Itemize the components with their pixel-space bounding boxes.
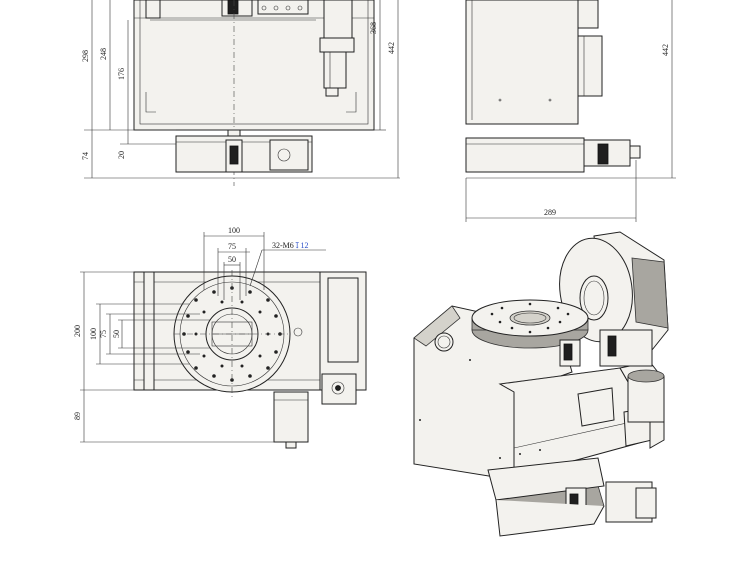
dim-front-74: 74 bbox=[81, 152, 90, 160]
dim-top-100: 100 bbox=[228, 226, 240, 235]
front-view: 298 248 176 74 20 368 442 bbox=[81, 0, 400, 186]
top-motor bbox=[273, 391, 309, 443]
top-view: 100 75 50 32-M6↧12 200 100 75 50 89 bbox=[73, 226, 367, 449]
dim-top-100-v: 100 bbox=[89, 328, 98, 340]
dim-front-298: 298 bbox=[81, 50, 90, 62]
dim-side-289: 289 bbox=[544, 208, 556, 217]
dim-front-176: 176 bbox=[117, 68, 126, 80]
side-frame bbox=[465, 0, 579, 125]
dim-front-20: 20 bbox=[117, 151, 126, 159]
isometric-view bbox=[413, 231, 669, 537]
hole-callout-prefix: 32-M6 bbox=[272, 241, 294, 250]
hole-callout: 32-M6↧12 bbox=[272, 241, 308, 250]
side-view: 442 289 bbox=[465, 0, 676, 222]
dim-top-89: 89 bbox=[73, 412, 82, 420]
dim-top-50: 50 bbox=[228, 255, 236, 264]
dim-top-50-v: 50 bbox=[112, 330, 121, 338]
dim-front-248: 248 bbox=[99, 48, 108, 60]
dim-top-75: 75 bbox=[228, 242, 236, 251]
depth-symbol-icon: ↧ bbox=[294, 241, 301, 250]
hole-callout-depth: 12 bbox=[300, 241, 308, 250]
side-base-unit bbox=[465, 137, 585, 173]
dim-front-368: 368 bbox=[369, 22, 378, 34]
dim-top-75-v: 75 bbox=[99, 330, 108, 338]
iso-motor bbox=[627, 375, 665, 423]
dim-side-442: 442 bbox=[661, 44, 670, 56]
dim-front-442: 442 bbox=[387, 42, 396, 54]
dim-top-200: 200 bbox=[73, 325, 82, 337]
